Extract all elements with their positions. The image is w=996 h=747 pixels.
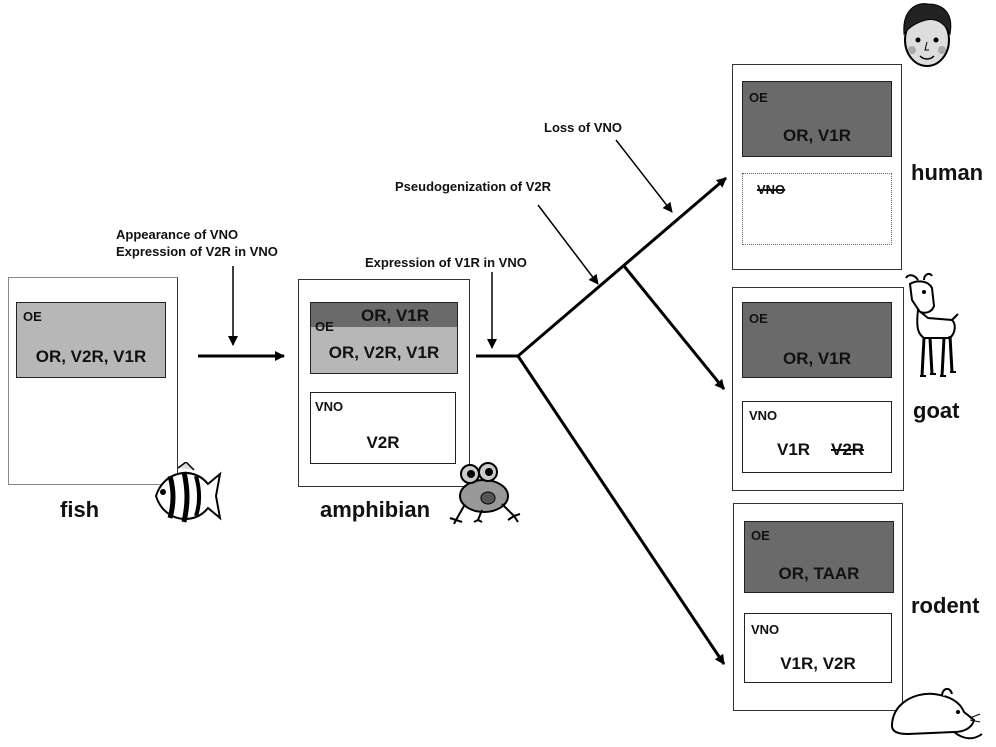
amphibian-vno-box: VNO V2R bbox=[310, 392, 456, 464]
rodent-oe-box: OE OR, TAAR bbox=[744, 521, 894, 593]
human-oe-box: OE OR, V1R bbox=[742, 81, 892, 157]
rodent-vno-tag: VNO bbox=[751, 622, 780, 637]
fish-oe-genes: OR, V2R, V1R bbox=[35, 347, 147, 366]
frog-icon bbox=[449, 462, 521, 524]
amphibian-oe-box: OR, V1R OE OR, V2R, V1R bbox=[310, 302, 458, 374]
amphibian-vno-genes: V2R bbox=[366, 433, 400, 452]
goat-vno-v1r: V1R bbox=[777, 440, 811, 459]
fish-icon bbox=[154, 462, 222, 523]
goat-oe-tag: OE bbox=[749, 311, 768, 326]
goat-oe-genes: OR, V1R bbox=[782, 349, 852, 368]
branch-to-goat bbox=[622, 265, 726, 390]
fish-label: fish bbox=[60, 497, 100, 522]
branch-to-human bbox=[517, 176, 727, 358]
human-label: human bbox=[911, 160, 984, 185]
appearance-line-1: Appearance of VNO bbox=[116, 227, 239, 242]
rodent-label: rodent bbox=[911, 593, 980, 618]
goat-oe-box: OE OR, V1R bbox=[742, 302, 892, 378]
amphibian-oe-top-genes: OR, V1R bbox=[361, 306, 430, 325]
appearance-note: Appearance of VNO Expression of V2R in V… bbox=[116, 226, 278, 260]
human-vno-box-lost: VNO bbox=[742, 173, 892, 245]
amphibian-oe-dark-band bbox=[311, 303, 457, 327]
goat-vno-v2r-struck: V2R bbox=[831, 440, 865, 459]
amphibian-oe-bottom-genes: OR, V2R, V1R bbox=[328, 343, 440, 362]
rodent-oe-tag: OE bbox=[751, 528, 770, 543]
human-vno-tag-struck: VNO bbox=[757, 182, 786, 197]
goat-label: goat bbox=[913, 398, 960, 423]
human-oe-genes: OR, V1R bbox=[782, 126, 852, 145]
appearance-line-2: Expression of V2R in VNO bbox=[116, 244, 278, 259]
rodent-vno-box: VNO V1R, V2R bbox=[744, 613, 892, 683]
human-face-icon bbox=[903, 3, 952, 67]
loss-vno-note: Loss of VNO bbox=[544, 120, 623, 135]
goat-vno-box: VNO V1R V2R bbox=[742, 401, 892, 473]
amphibian-vno-tag: VNO bbox=[315, 399, 344, 414]
amphibian-label: amphibian bbox=[320, 497, 431, 522]
goat-icon bbox=[905, 272, 959, 377]
rodent-vno-genes: V1R, V2R bbox=[780, 654, 856, 673]
pseudogenization-pointer-arrow bbox=[537, 204, 599, 285]
amphibian-oe-tag: OE bbox=[315, 319, 334, 334]
rodent-oe-genes: OR, TAAR bbox=[778, 564, 860, 583]
fish-oe-box: OE OR, V2R, V1R bbox=[16, 302, 166, 378]
fish-oe-tag: OE bbox=[23, 309, 42, 324]
goat-vno-tag: VNO bbox=[749, 408, 778, 423]
pseudogenization-note: Pseudogenization of V2R bbox=[395, 179, 552, 194]
loss-vno-pointer-arrow bbox=[615, 139, 673, 213]
branch-to-rodent bbox=[516, 355, 726, 665]
v1r-expression-note: Expression of V1R in VNO bbox=[365, 255, 527, 270]
rat-icon bbox=[890, 688, 983, 740]
human-oe-tag: OE bbox=[749, 90, 768, 105]
